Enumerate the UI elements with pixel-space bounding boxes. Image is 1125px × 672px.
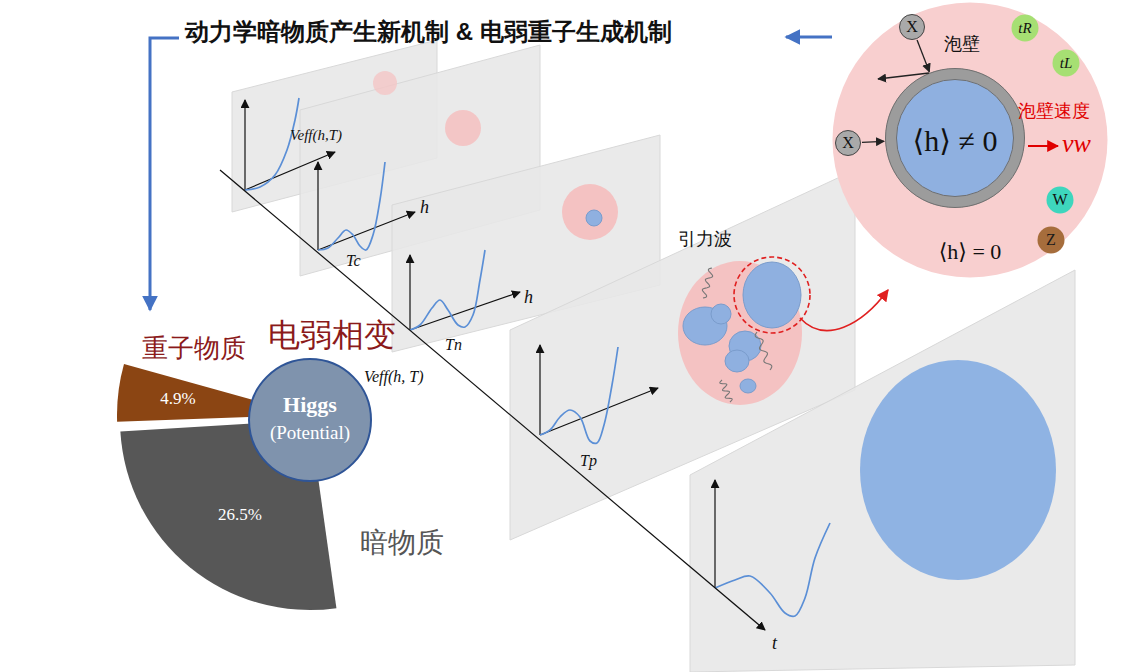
wall-velocity-label: 泡壁速度 xyxy=(1018,102,1090,122)
pointer-arrow xyxy=(786,36,832,39)
bracket-arrow xyxy=(150,38,179,310)
node-text: tL xyxy=(1060,55,1073,72)
node-text: 4.9% xyxy=(160,390,195,409)
axis-label: Veff(h,T) xyxy=(290,127,342,144)
particle-circle: W xyxy=(1046,186,1074,214)
heading-label: 动力学暗物质产生新机制 & 电弱重子生成机制 xyxy=(185,19,672,45)
wall-velocity-symbol: vw xyxy=(1062,130,1091,159)
particle-circle: X xyxy=(899,14,925,40)
node-text: Z xyxy=(1046,231,1056,249)
node-shape xyxy=(1012,15,1039,42)
expanding-bubble xyxy=(740,379,756,393)
temperature-label: Tc xyxy=(346,252,361,270)
particle-circle: tL xyxy=(1052,49,1080,77)
axis-label: h xyxy=(524,288,533,308)
node-text: 泡壁 xyxy=(944,35,980,55)
particle-circle: Z xyxy=(1037,226,1065,254)
symmetric-region xyxy=(373,71,397,95)
potential-curve xyxy=(410,250,485,330)
temperature-label: Tp xyxy=(580,452,597,470)
wall-velocity-arrow xyxy=(1028,145,1058,147)
node-shape xyxy=(1053,50,1080,77)
potential-curve xyxy=(318,162,385,250)
gravitational-wave xyxy=(755,332,772,370)
particle-circle: X xyxy=(835,130,861,156)
node-text: W xyxy=(1052,191,1067,209)
bubble-wall xyxy=(891,74,1019,202)
potential-axis xyxy=(317,162,318,250)
gravitational-wave-label: 引力波 xyxy=(678,230,732,250)
gravitational-wave xyxy=(720,380,732,402)
node-text: 26.5% xyxy=(218,506,262,525)
potential-curve xyxy=(540,347,618,443)
symmetric-region xyxy=(678,261,802,405)
node-text: ⟨h⟩ = 0 xyxy=(939,240,1002,264)
particle-circle: tR xyxy=(1011,14,1039,42)
expanding-bubble xyxy=(711,304,731,324)
axis-label: h xyxy=(420,198,429,218)
bubble-outline xyxy=(886,69,1025,208)
potential-axis xyxy=(539,345,540,435)
potential-curve xyxy=(245,98,299,190)
zoom-arrow xyxy=(800,290,888,331)
node-outline xyxy=(248,358,372,482)
node-text: X xyxy=(842,134,854,152)
potential-axis xyxy=(244,100,245,190)
symmetric-region xyxy=(445,110,481,146)
phase-transition-label: 电弱相变 xyxy=(268,318,396,353)
potential-axis xyxy=(714,480,715,588)
node-text: tR xyxy=(1018,20,1031,37)
expanding-bubble xyxy=(725,350,749,372)
nucleated-bubble xyxy=(586,210,602,226)
node-shape xyxy=(836,131,861,156)
node-text: ⟨h⟩ ≠ 0 xyxy=(913,124,998,157)
node-text: X xyxy=(906,18,918,36)
pie-label: 重子物质 xyxy=(142,334,246,363)
pie-label: 暗物质 xyxy=(360,528,444,559)
field-axis xyxy=(245,152,335,190)
potential-axis xyxy=(409,255,410,330)
node-shape xyxy=(900,15,925,40)
node-shape xyxy=(249,359,371,481)
symmetric-region xyxy=(562,184,618,240)
axis-label: Veff(h, T) xyxy=(362,368,426,386)
expanding-bubble xyxy=(743,262,801,328)
field-axis xyxy=(540,388,658,435)
bubble-circle: 泡壁⟨h⟩ ≠ 0 xyxy=(885,68,1025,208)
axis-label: t xyxy=(772,634,777,654)
node-shape xyxy=(1038,227,1065,254)
node-shape xyxy=(1047,187,1074,214)
node-shape xyxy=(833,3,1108,278)
field-axis xyxy=(410,292,520,330)
gravitational-wave xyxy=(702,268,712,298)
zoom-dashed-circle xyxy=(734,257,810,333)
higgs-circle: Higgs (Potential) xyxy=(248,358,372,482)
temperature-label: Tn xyxy=(445,336,462,354)
bubble-outline xyxy=(897,80,1014,197)
broken-phase-region xyxy=(860,360,1056,580)
node-text: (Potential) xyxy=(270,423,350,444)
node-text: Higgs xyxy=(283,393,337,417)
